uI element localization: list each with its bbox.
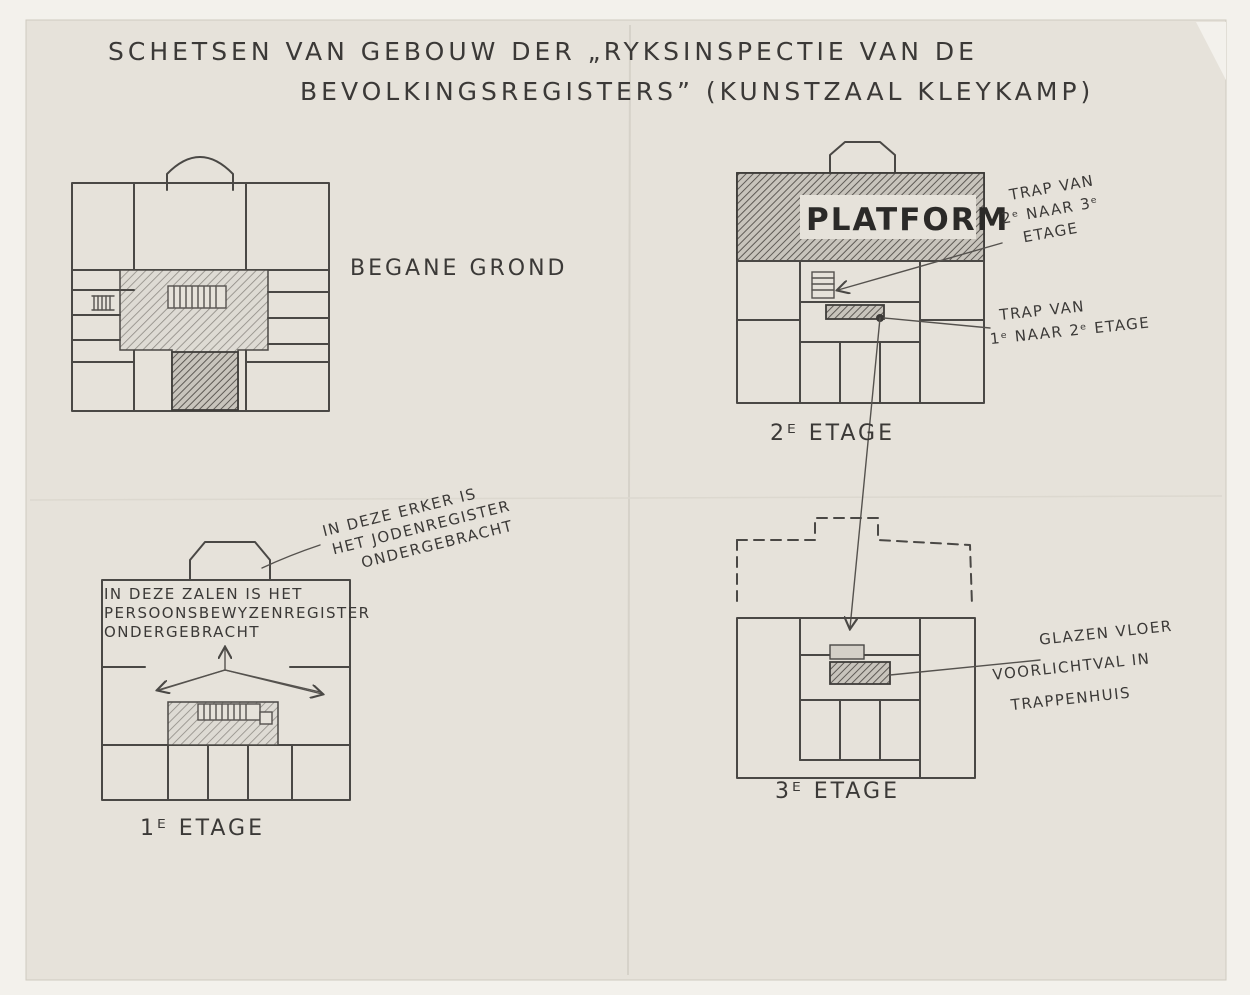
pointer-stair-1-2: [883, 317, 991, 329]
ground-floor-label: BEGANE GROND: [350, 256, 568, 281]
third-floor-plan: [736, 517, 1041, 779]
ground-floor-plan: [71, 156, 330, 412]
title-line-1: SCHETSEN VAN GEBOUW DER „RYKSINSPECTIE V…: [108, 37, 978, 66]
connector-to-third-floor: [850, 317, 881, 628]
pointer-stair-2-3: [838, 242, 1003, 290]
pointer-glass-floor: [889, 659, 1041, 676]
second-bay: [829, 141, 896, 174]
second-stair-1-2: [825, 304, 885, 320]
first-bay-pointer: [261, 544, 321, 569]
title-line-2: BEVOLKINGSREGISTERS” (KUNSTZAAL KLEYKAMP…: [300, 77, 1094, 106]
first-floor-plan: [101, 541, 351, 801]
first-hall-note-1: IN DEZE ZALEN IS HET: [104, 585, 303, 603]
paper-fold: [627, 24, 631, 976]
ground-stairs-center: [167, 285, 227, 309]
third-dashed-roofline: [736, 517, 973, 606]
second-stair-2-3: [811, 271, 835, 299]
second-floor-label: 2ᴱ ETAGE: [770, 421, 895, 446]
ground-entrance-shaded: [171, 351, 239, 411]
third-floor-label: 3ᴱ ETAGE: [775, 779, 900, 804]
ground-outline: [71, 182, 330, 412]
second-floor-plan: [736, 141, 1003, 628]
paper-fold-horizontal: [29, 495, 1223, 501]
glass-floor-shaded: [829, 661, 891, 685]
first-stairs: [197, 703, 273, 725]
first-hall-note-2: PERSOONSBEWYZENREGISTER: [104, 604, 371, 622]
ground-bay: [166, 156, 234, 191]
first-outline: [101, 579, 351, 801]
ground-stairs-left: [91, 295, 115, 311]
third-outline: [736, 617, 976, 779]
first-floor-label: 1ᴱ ETAGE: [140, 816, 265, 841]
torn-corner: [1196, 22, 1226, 80]
platform-label: PLATFORM: [806, 202, 1009, 238]
first-bay: [189, 541, 271, 581]
first-hall-note-3: ONDERGEBRACHT: [104, 623, 260, 641]
